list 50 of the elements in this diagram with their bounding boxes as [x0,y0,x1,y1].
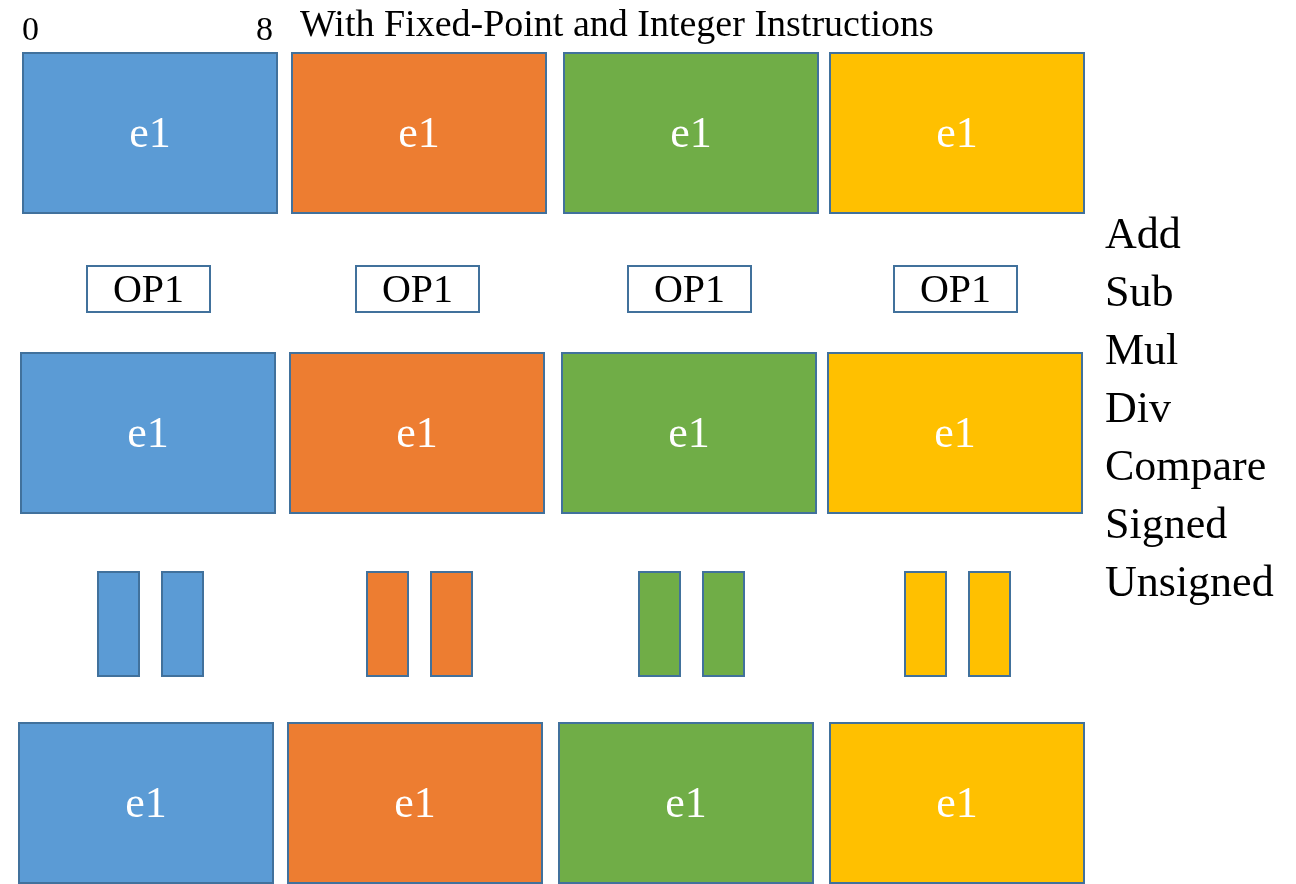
element-box [827,352,1083,514]
element-box [22,52,278,214]
bit-index: 8 [256,12,273,46]
element-box [563,52,819,214]
element-box [18,722,274,884]
operation-box [893,265,1018,313]
element-label: e1 [668,411,710,455]
element-box [558,722,814,884]
element-box [561,352,817,514]
lane-bar [702,571,745,677]
instruction-name: Add [1105,212,1181,256]
element-label: e1 [127,411,169,455]
lane-bar [161,571,204,677]
lane-bar [968,571,1011,677]
operation-label: OP1 [653,269,726,309]
element-box [287,722,543,884]
lane-bar [97,571,140,677]
element-label: e1 [936,781,978,825]
element-box [289,352,545,514]
lane-bar [430,571,473,677]
element-label: e1 [936,111,978,155]
operation-label: OP1 [381,269,454,309]
element-label: e1 [934,411,976,455]
element-label: e1 [125,781,167,825]
operation-label: OP1 [919,269,992,309]
element-label: e1 [394,781,436,825]
bit-index: 0 [22,12,39,46]
operation-label: OP1 [112,269,185,309]
diagram-title: With Fixed-Point and Integer Instructions [300,4,934,42]
instruction-name: Sub [1105,270,1174,314]
element-box [829,52,1085,214]
lane-bar [638,571,681,677]
element-label: e1 [665,781,707,825]
element-box [829,722,1085,884]
operation-box [86,265,211,313]
element-label: e1 [129,111,171,155]
instruction-name: Signed [1105,502,1228,546]
lane-bar [904,571,947,677]
element-box [20,352,276,514]
instruction-name: Unsigned [1105,560,1274,604]
operation-box [627,265,752,313]
element-box [291,52,547,214]
element-label: e1 [670,111,712,155]
instruction-name: Div [1105,386,1171,430]
instruction-name: Compare [1105,444,1267,488]
element-label: e1 [396,411,438,455]
element-label: e1 [398,111,440,155]
lane-bar [366,571,409,677]
instruction-name: Mul [1105,328,1179,372]
operation-box [355,265,480,313]
